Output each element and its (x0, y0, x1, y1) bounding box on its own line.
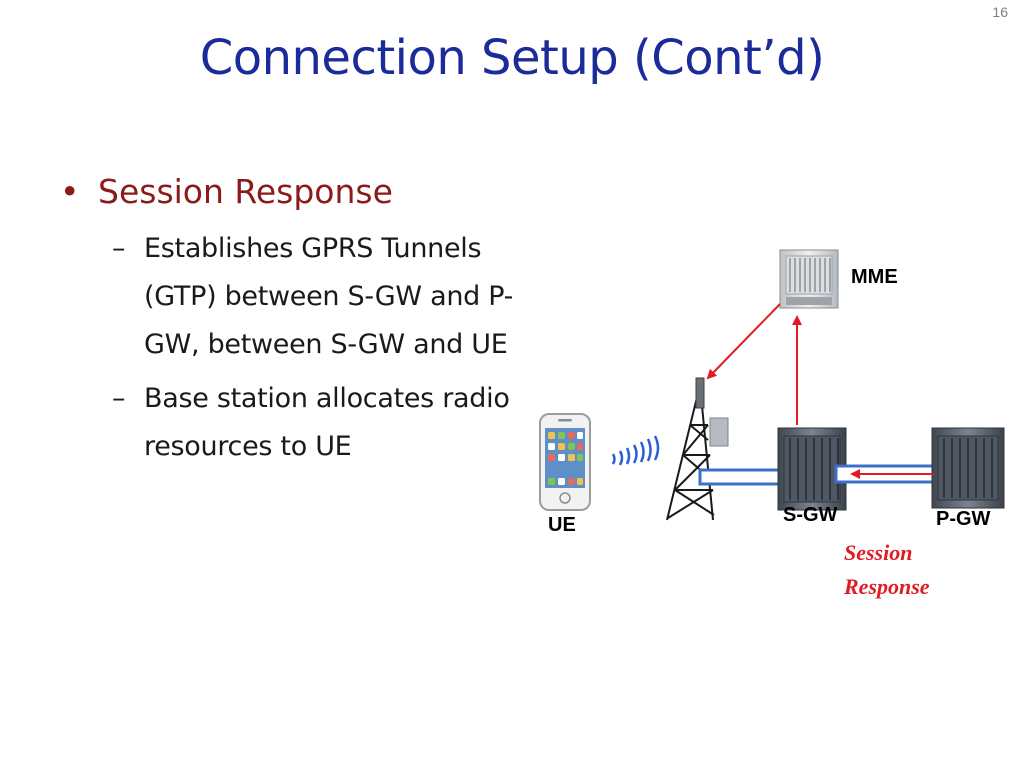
sub-bullet-text: Establishes GPRS Tunnels (GTP) between S… (144, 233, 514, 361)
bullet-list: • Session Response – Establishes GPRS Tu… (60, 172, 540, 477)
bullet-dot: • (60, 172, 80, 211)
arrow-mme-to-tower (706, 303, 781, 380)
annotation-line-2: Response (844, 574, 930, 600)
pgw-server-icon (931, 427, 1005, 509)
sub-bullet-text: Base station allocates radio resources t… (144, 383, 510, 463)
cell-tower-icon (666, 377, 729, 521)
radio-waves-icon (611, 435, 660, 466)
pgw-label: P-GW (936, 508, 991, 530)
bullet-text: Session Response (98, 172, 393, 211)
ue-label: UE (548, 514, 576, 536)
session-response-annotation: Session Response (844, 536, 930, 604)
slide-number: 16 (992, 4, 1008, 20)
sgw-label: S-GW (783, 504, 838, 526)
slide-title: Connection Setup (Cont’d) (199, 30, 825, 86)
sub-bullet-tunnels: – Establishes GPRS Tunnels (GTP) between… (112, 225, 540, 369)
sub-bullet-dash: – (112, 383, 126, 415)
annotation-line-1: Session (844, 540, 913, 565)
sgw-server-icon (777, 427, 847, 511)
mme-server-icon (779, 249, 839, 309)
phone-icon (539, 413, 591, 511)
sub-bullet-radio: – Base station allocates radio resources… (112, 375, 540, 471)
sub-bullet-dash: – (112, 233, 126, 264)
bullet-session-response: • Session Response (60, 172, 540, 211)
mme-label: MME (851, 266, 898, 288)
